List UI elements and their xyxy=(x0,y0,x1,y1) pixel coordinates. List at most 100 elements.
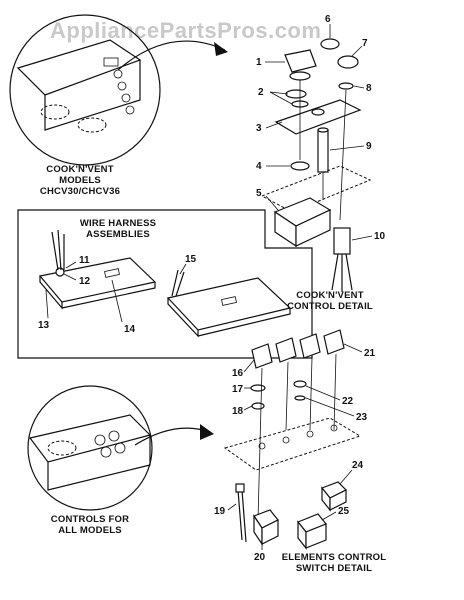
burner-outline-1 xyxy=(40,104,70,120)
element-control-panel xyxy=(223,417,362,471)
bottom-knob-2 xyxy=(108,430,120,442)
knob-4 xyxy=(125,105,135,115)
bezel-hole xyxy=(311,108,325,116)
bottom-knob-4 xyxy=(114,442,126,454)
wire-harness-panel xyxy=(17,209,313,359)
control-panel-outline xyxy=(260,165,372,213)
small-knob xyxy=(337,55,359,69)
leader-19 xyxy=(227,503,237,511)
cooktop-front xyxy=(44,60,141,131)
callout-2: 2 xyxy=(258,87,264,98)
callout-11: 11 xyxy=(79,255,90,266)
panel-hole-2 xyxy=(282,436,290,444)
callout-4: 4 xyxy=(256,161,262,172)
leader-13 xyxy=(45,289,49,319)
harness-wires-15 xyxy=(171,269,185,297)
leader-16 xyxy=(243,359,255,373)
callout-arrow-line xyxy=(117,40,226,71)
callout-17: 17 xyxy=(232,384,244,395)
cooknvent-models-line2: MODELS xyxy=(59,175,101,186)
callout-22: 22 xyxy=(342,396,354,407)
callout-5: 5 xyxy=(256,188,262,199)
callout-15: 15 xyxy=(185,254,197,265)
callout-1: 1 xyxy=(256,57,262,68)
callout-25: 25 xyxy=(338,506,350,517)
magnifier-circle xyxy=(9,14,161,166)
nut-4 xyxy=(290,161,310,171)
element-knob-4 xyxy=(323,329,345,355)
controls-all-line2: ALL MODELS xyxy=(58,525,122,536)
callout-12: 12 xyxy=(79,276,91,287)
bottom-knob-3 xyxy=(100,446,112,458)
cooknvent-cooktop-view xyxy=(9,14,228,166)
harness-board-left-edge xyxy=(39,276,156,310)
leader-21 xyxy=(343,343,363,353)
magnifier-circle-bottom xyxy=(27,385,153,511)
callout-20: 20 xyxy=(254,552,266,563)
watermark-text: AppliancePartsPros.com xyxy=(50,18,321,43)
leader-10 xyxy=(351,235,373,241)
knob-1 xyxy=(113,69,123,79)
element-knob-2 xyxy=(275,337,297,363)
callout-9: 9 xyxy=(366,141,372,152)
leader-23 xyxy=(305,397,355,417)
elements-switch-assembly xyxy=(223,329,362,550)
callout-13: 13 xyxy=(38,320,50,331)
callout-18: 18 xyxy=(232,406,244,417)
panel-hole-3 xyxy=(306,430,314,438)
element-knob-1 xyxy=(251,343,273,369)
cooknvent-models-line3: CHCV30/CHCV36 xyxy=(40,186,120,197)
callout-23: 23 xyxy=(356,412,368,423)
wire-harness-line1: WIRE HARNESS xyxy=(80,218,156,229)
leader-2 xyxy=(269,91,293,105)
knob-base xyxy=(289,71,311,81)
callout-3: 3 xyxy=(256,123,262,134)
leader-18 xyxy=(243,405,253,411)
elements-switch-line1: ELEMENTS CONTROL xyxy=(282,552,387,563)
leader-15 xyxy=(179,263,187,275)
cooknvent-models-line1: COOK'N'VENT xyxy=(46,164,113,175)
callout-arrowhead xyxy=(214,42,228,56)
bottom-knob-1 xyxy=(94,434,106,446)
harness-connector-right xyxy=(221,296,237,306)
leader-22 xyxy=(305,385,341,401)
relay-body xyxy=(333,227,351,255)
elements-switch-line2: SWITCH DETAIL xyxy=(296,563,372,574)
leader-5 xyxy=(265,195,279,211)
callout-19: 19 xyxy=(214,506,226,517)
switch-front xyxy=(295,209,331,247)
all-models-cooktop-view xyxy=(27,385,214,511)
cooktop-front-bottom xyxy=(47,435,151,491)
harness-terminal-12 xyxy=(55,267,65,277)
panel-hole-4 xyxy=(330,424,338,432)
relay-wires xyxy=(331,253,353,292)
leader-25 xyxy=(321,511,337,521)
wire-harness-line2: ASSEMBLIES xyxy=(86,229,150,240)
callout-24: 24 xyxy=(352,460,364,471)
switch-25-front xyxy=(305,523,327,549)
callout-6: 6 xyxy=(325,14,331,25)
burner-outline-2 xyxy=(77,117,107,133)
wire-19 xyxy=(237,489,247,543)
callout-14: 14 xyxy=(124,324,136,335)
harness-wires-11 xyxy=(51,229,65,271)
callout-arrowhead-bottom xyxy=(200,424,214,440)
cooknvent-control-line2: CONTROL DETAIL xyxy=(287,301,373,312)
controls-all-line1: CONTROLS FOR xyxy=(51,514,129,525)
bezel-plate xyxy=(274,99,362,135)
leader-8 xyxy=(353,85,365,89)
small-knob-cap xyxy=(320,38,340,50)
harness-connector-left xyxy=(104,268,120,278)
shaft xyxy=(317,129,329,173)
leader-11 xyxy=(65,261,77,269)
cooknvent-control-assembly xyxy=(260,38,372,292)
leader-7 xyxy=(351,45,363,57)
burner-outline-bottom xyxy=(47,440,77,456)
leader-24 xyxy=(339,469,353,485)
callout-7: 7 xyxy=(362,38,368,49)
washer-8 xyxy=(338,82,354,90)
knob-2 xyxy=(117,81,127,91)
harness-board-right-edge xyxy=(167,298,291,338)
panel-hole-1 xyxy=(258,442,266,450)
